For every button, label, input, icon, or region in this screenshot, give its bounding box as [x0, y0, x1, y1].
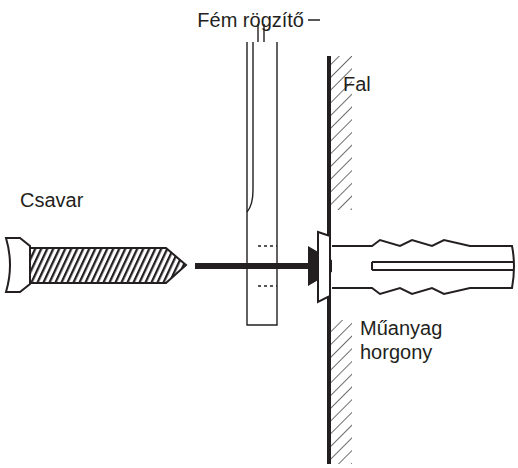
plastic-anchor: [318, 232, 514, 302]
screw-label: Csavar: [20, 188, 83, 212]
wall-label: Fal: [343, 72, 371, 96]
fastener-label: Fém rögzítő: [197, 8, 304, 32]
leader-line: [308, 19, 320, 21]
screw: [6, 238, 186, 292]
metal-fastener: [247, 24, 277, 325]
anchor-label: Műanyag horgony: [360, 316, 442, 364]
